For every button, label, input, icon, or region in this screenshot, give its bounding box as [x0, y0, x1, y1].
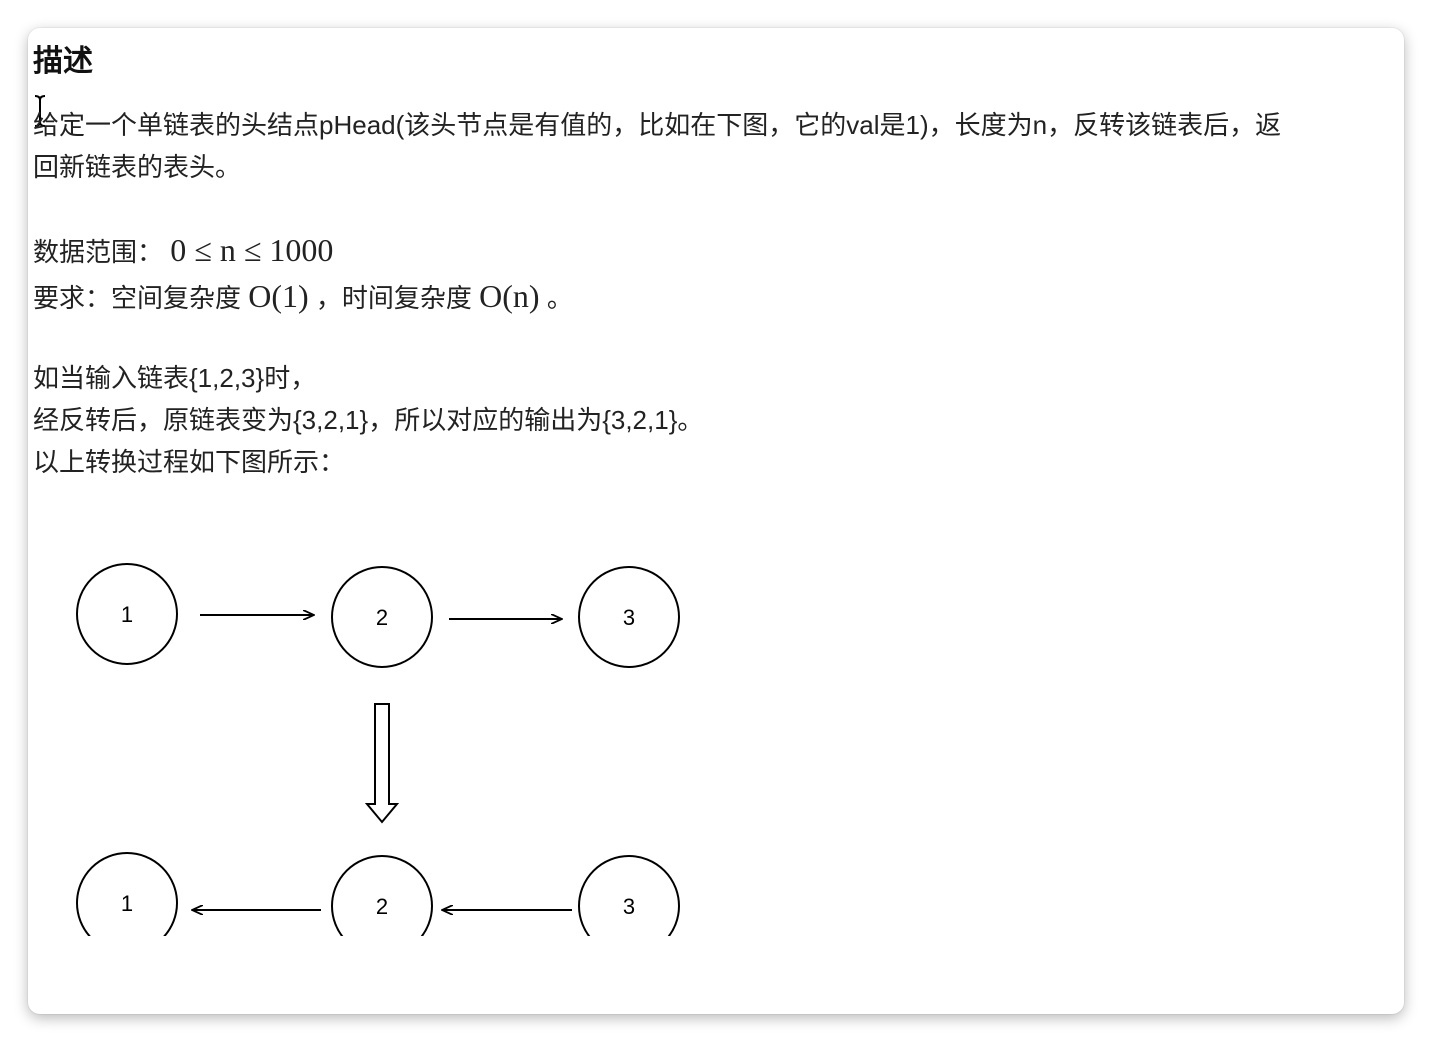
range-label: 数据范围： [33, 237, 164, 267]
example-line-2: 经反转后，原链表变为{3,2,1}，所以对应的输出为{3,2,1}。 [33, 405, 704, 435]
range-formula: 0 ≤ n ≤ 1000 [170, 232, 334, 268]
top-node-3-label: 3 [623, 605, 635, 630]
time-complexity-formula: O(n) [479, 278, 540, 314]
example-line-1: 如当输入链表{1,2,3}时， [33, 363, 317, 393]
linked-list-reversal-diagram: 1 2 3 1 2 3 [76, 563, 680, 936]
requirement-label: 要求：空间复杂度 [33, 283, 242, 313]
transform-down-arrow [364, 703, 400, 824]
bottom-node-3 [578, 855, 680, 936]
top-node-2-label: 2 [376, 605, 388, 630]
space-complexity-formula: O(1) [248, 278, 309, 314]
description-line-1: 给定一个单链表的头结点pHead(该头节点是有值的，比如在下图，它的val是1)… [33, 110, 1282, 140]
bottom-row: 1 2 3 [76, 852, 680, 936]
constraints-block: 数据范围： 0 ≤ n ≤ 1000 要求：空间复杂度 O(1) ，时间复杂度 … [33, 228, 1385, 320]
bottom-node-1-label: 1 [121, 891, 133, 916]
requirement-mid: ，时间复杂度 [315, 283, 472, 313]
bottom-node-2-label: 2 [376, 894, 388, 919]
top-node-2 [331, 566, 433, 668]
top-node-3 [578, 566, 680, 668]
problem-window: 描述 给定一个单链表的头结点pHead(该头节点是有值的，比如在下图，它的val… [28, 28, 1404, 1014]
example-line-3: 以上转换过程如下图所示： [33, 447, 346, 477]
problem-description: 给定一个单链表的头结点pHead(该头节点是有值的，比如在下图，它的val是1)… [33, 104, 1385, 188]
example-block: 如当输入链表{1,2,3}时， 经反转后，原链表变为{3,2,1}，所以对应的输… [33, 357, 1385, 483]
description-line-2: 回新链表的表头。 [33, 152, 242, 182]
requirement-end: 。 [546, 283, 573, 313]
bottom-node-2 [331, 855, 433, 936]
section-title: 描述 [33, 45, 93, 78]
bottom-node-1 [76, 852, 178, 936]
bottom-node-3-label: 3 [623, 894, 635, 919]
top-node-1 [76, 563, 178, 665]
text-cursor-icon [34, 95, 46, 127]
top-row: 1 2 3 [76, 563, 680, 668]
top-node-1-label: 1 [121, 602, 133, 627]
